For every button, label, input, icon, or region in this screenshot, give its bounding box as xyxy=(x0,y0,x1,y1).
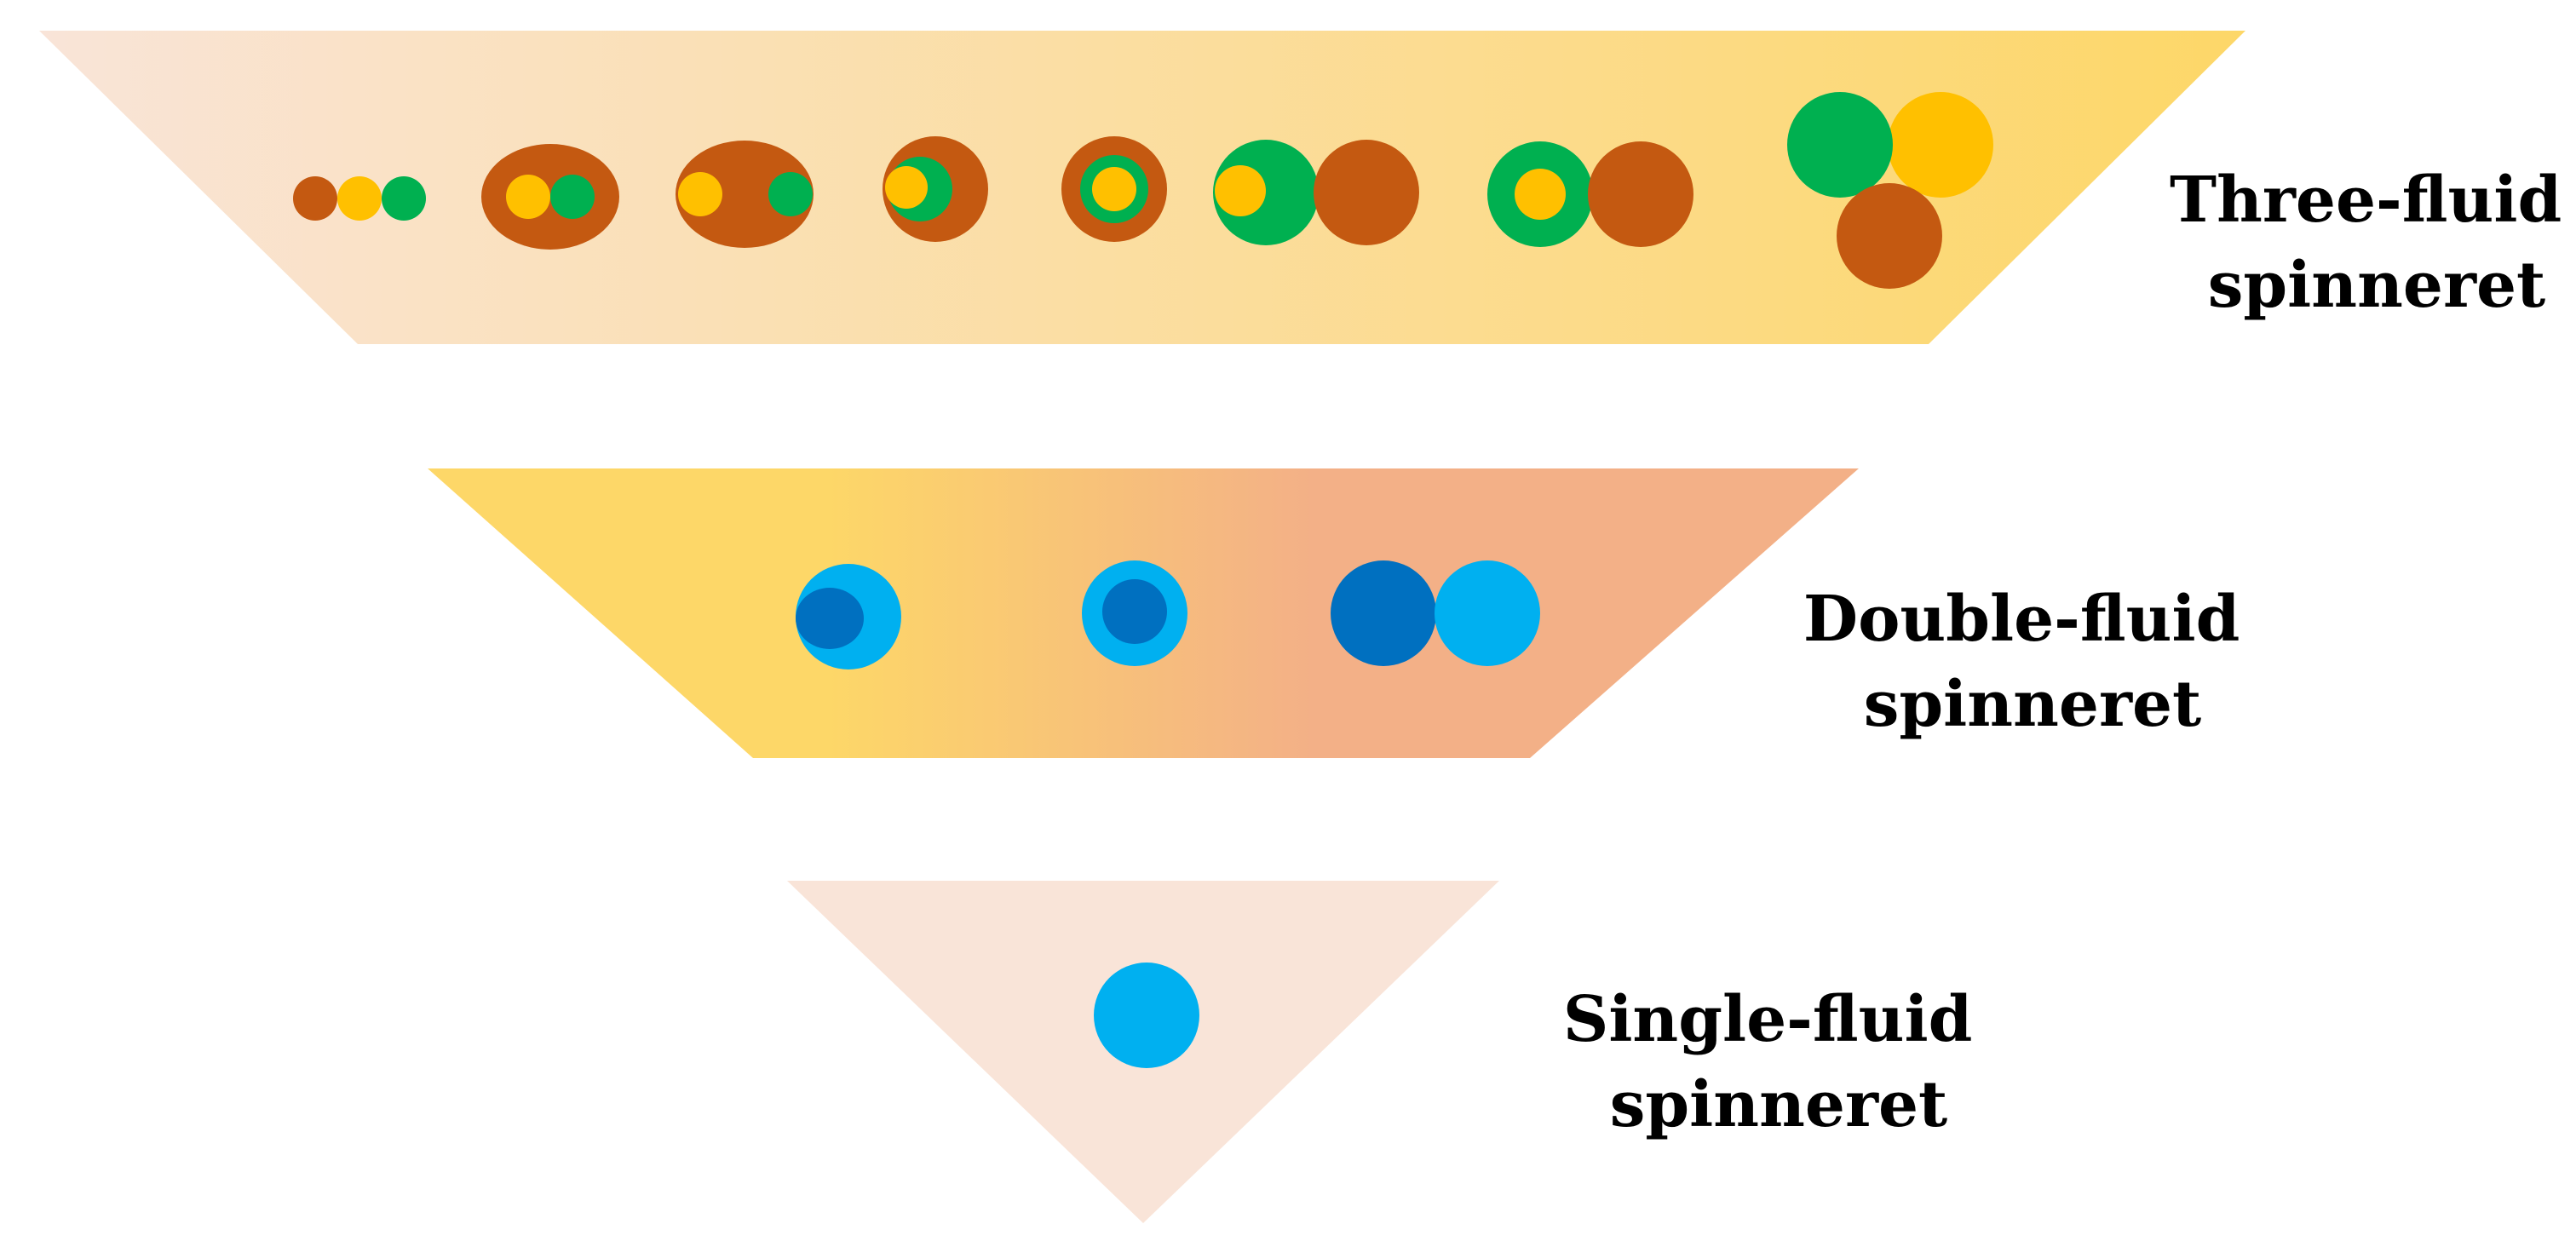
brown-side-fiber xyxy=(1588,141,1693,247)
yellow-core xyxy=(1515,169,1566,220)
double-fluid-label-line2: spinneret xyxy=(1864,668,2201,741)
single-fluid-tier: Single-fluid spinneret xyxy=(787,881,1994,1223)
yellow-fiber xyxy=(337,176,382,221)
brown-side-fiber xyxy=(1314,140,1419,245)
double-fluid-label-line1: Double-fluid xyxy=(1803,583,2240,656)
double-fluid-label: Double-fluid spinneret xyxy=(1803,583,2262,741)
green-core xyxy=(768,172,813,216)
structure-concentric-core-sheath xyxy=(1082,560,1187,666)
structure-side-by-side-three xyxy=(293,176,426,221)
brown-fiber xyxy=(293,176,337,221)
double-fluid-tier: Double-fluid spinneret xyxy=(428,468,2262,758)
structure-concentric-core-sheath-three xyxy=(1061,136,1167,242)
yellow-lobe xyxy=(1888,92,1993,198)
brown-shell xyxy=(676,141,814,248)
dark-blue-core xyxy=(1102,579,1167,644)
dark-blue-fiber xyxy=(1331,560,1436,666)
yellow-core xyxy=(1092,167,1136,211)
light-blue-fiber xyxy=(1094,963,1199,1068)
yellow-core xyxy=(506,175,550,219)
dark-blue-core xyxy=(796,588,864,649)
three-fluid-tier: Three-fluid spinneret xyxy=(39,31,2576,344)
structure-monolithic xyxy=(1094,963,1199,1068)
single-fluid-label: Single-fluid spinneret xyxy=(1563,983,1994,1141)
structure-tri-lobe-side-by-side xyxy=(1787,92,1993,289)
structure-side-by-side-separated-in-shell xyxy=(676,141,814,248)
structure-eccentric-core-sheath xyxy=(796,564,901,669)
three-fluid-label-line2: spinneret xyxy=(2208,249,2545,322)
brown-lobe xyxy=(1837,183,1942,289)
structure-eccentric-core-sheath-plus-side xyxy=(1213,140,1419,245)
three-fluid-label-line1: Three-fluid xyxy=(2170,164,2562,237)
three-fluid-label: Three-fluid spinneret xyxy=(2170,164,2576,322)
structure-eccentric-core-sheath-three xyxy=(883,136,988,242)
structure-concentric-core-sheath-plus-side xyxy=(1487,141,1693,247)
yellow-core xyxy=(1215,165,1266,216)
yellow-core xyxy=(885,166,928,209)
structure-side-by-side xyxy=(1331,560,1540,666)
single-fluid-label-line1: Single-fluid xyxy=(1563,983,1972,1056)
green-core xyxy=(550,175,595,219)
yellow-core xyxy=(678,172,722,216)
green-lobe xyxy=(1787,92,1893,198)
single-fluid-label-line2: spinneret xyxy=(1610,1068,1947,1141)
structure-eccentric-side-by-side-in-shell xyxy=(481,144,619,250)
green-fiber xyxy=(382,176,426,221)
light-blue-fiber xyxy=(1435,560,1540,666)
